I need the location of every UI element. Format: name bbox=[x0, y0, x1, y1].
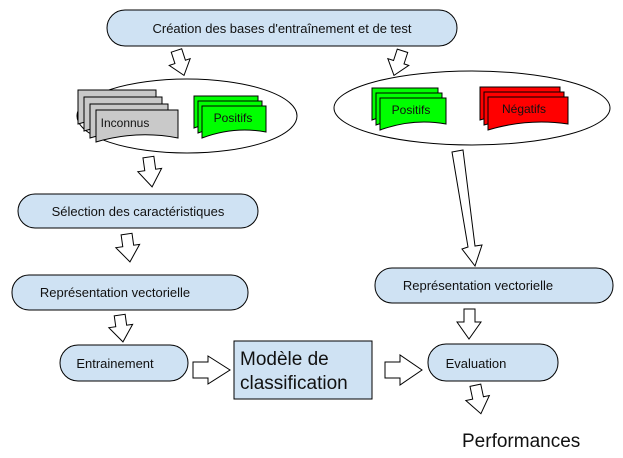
arrow-creation-to-test bbox=[387, 48, 410, 77]
representation-left-node: Représentation vectorielle bbox=[11, 274, 249, 311]
positifs-test-label: Positifs bbox=[392, 103, 431, 117]
arrow-representation-to-entrainement bbox=[107, 313, 134, 343]
model-node: Modèle de classification bbox=[233, 340, 373, 400]
training-set-group: Inconnus Positifs bbox=[76, 78, 298, 154]
positifs-test-document-stack: Positifs bbox=[371, 87, 447, 131]
selection-node: Sélection des caractéristiques bbox=[17, 193, 259, 229]
negatifs-document-stack: Négatifs bbox=[479, 86, 569, 131]
inconnus-document-stack: Inconnus bbox=[77, 89, 179, 143]
arrow-selection-to-representation bbox=[114, 232, 141, 263]
negatifs-label: Négatifs bbox=[502, 102, 546, 116]
representation-left-label: Représentation vectorielle bbox=[40, 285, 190, 300]
arrow-entrainement-to-model bbox=[192, 355, 231, 385]
arrow-creation-to-train bbox=[168, 48, 191, 77]
creation-node: Création des bases d'entraînement et de … bbox=[106, 9, 458, 47]
evaluation-label: Evaluation bbox=[446, 356, 507, 371]
inconnus-label: Inconnus bbox=[101, 116, 150, 130]
entrainement-node: Entrainement bbox=[59, 344, 189, 382]
test-set-group: Positifs Négatifs bbox=[333, 70, 611, 146]
representation-right-label: Représentation vectorielle bbox=[403, 278, 553, 293]
arrow-evaluation-to-performances bbox=[464, 383, 491, 415]
creation-label: Création des bases d'entraînement et de … bbox=[152, 21, 411, 36]
positifs-train-label: Positifs bbox=[214, 111, 253, 125]
model-label-line1: Modèle de bbox=[240, 349, 329, 370]
entrainement-label: Entrainement bbox=[76, 356, 154, 371]
positifs-train-document-stack: Positifs bbox=[193, 95, 267, 139]
model-label-line2: classification bbox=[240, 373, 348, 394]
selection-label: Sélection des caractéristiques bbox=[52, 204, 225, 219]
representation-right-node: Représentation vectorielle bbox=[374, 267, 614, 304]
evaluation-node: Evaluation bbox=[427, 343, 559, 382]
arrow-test-to-representation bbox=[451, 149, 483, 268]
performances-label: Performances bbox=[462, 431, 580, 452]
arrow-model-to-evaluation bbox=[384, 354, 423, 386]
arrow-representation-to-evaluation bbox=[456, 308, 482, 340]
arrow-train-to-selection bbox=[136, 155, 163, 188]
